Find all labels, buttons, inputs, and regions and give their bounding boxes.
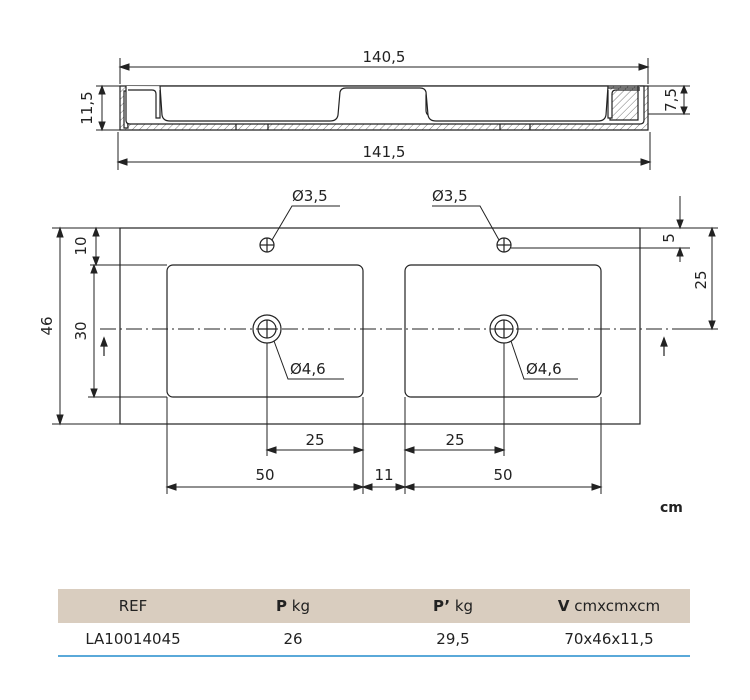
label-tap-offset: 5 bbox=[660, 233, 678, 243]
label-half-right: 25 bbox=[445, 431, 464, 449]
tap-hole-right bbox=[496, 237, 512, 253]
leader-tap-right bbox=[432, 205, 500, 241]
label-offset-top: 10 bbox=[72, 236, 90, 255]
leader-tap-left bbox=[271, 205, 340, 241]
label-top-height: 11,5 bbox=[78, 91, 96, 124]
header-ref: REF bbox=[58, 589, 208, 623]
dim-top-width-inner bbox=[118, 58, 650, 84]
label-top-width-outer: 141,5 bbox=[363, 143, 406, 161]
left-basin-profile bbox=[159, 85, 609, 122]
label-basin-gap: 11 bbox=[374, 466, 393, 484]
label-depth-total: 46 bbox=[38, 316, 56, 335]
table-row: LA10014045 26 29,5 70x46x11,5 bbox=[58, 623, 690, 657]
basin-right bbox=[404, 264, 602, 398]
cell-ref: LA10014045 bbox=[58, 623, 208, 657]
label-drain-offset: 25 bbox=[692, 270, 710, 289]
cell-gross-weight: 29,5 bbox=[378, 623, 528, 657]
vanity-outline bbox=[119, 227, 641, 425]
dim-top-width-outer bbox=[116, 132, 652, 170]
spec-table: REF P kg P’ kg V cmxcmxcm LA10014045 26 … bbox=[58, 589, 690, 657]
top-view bbox=[100, 227, 676, 425]
label-basin-width-right: 50 bbox=[493, 466, 512, 484]
side-section-view bbox=[119, 85, 649, 131]
leader-drain-left bbox=[273, 340, 344, 380]
spec-table-header: REF P kg P’ kg V cmxcmxcm bbox=[58, 589, 690, 623]
dim-top-height bbox=[96, 84, 120, 132]
header-gross-weight: P’ kg bbox=[378, 589, 528, 623]
label-hole-small-left: Ø3,5 bbox=[292, 187, 328, 205]
technical-drawing: 140,5 141,5 11,5 7,5 Ø3,5 Ø3,5 Ø4,6 Ø4,6… bbox=[38, 48, 718, 494]
header-volume: V cmxcmxcm bbox=[528, 589, 690, 623]
tap-hole-left bbox=[259, 237, 275, 253]
label-drain-left: Ø4,6 bbox=[290, 360, 326, 378]
dim-drain-offset bbox=[640, 226, 718, 331]
label-top-depth-right: 7,5 bbox=[662, 88, 680, 112]
left-rim bbox=[128, 89, 161, 119]
dim-depth-total bbox=[52, 226, 120, 426]
label-half-left: 25 bbox=[305, 431, 324, 449]
label-basin-width-left: 50 bbox=[255, 466, 274, 484]
label-top-width-inner: 140,5 bbox=[363, 48, 406, 66]
dim-top-depth-right bbox=[648, 84, 690, 116]
cell-weight: 26 bbox=[208, 623, 378, 657]
right-rim bbox=[607, 89, 640, 119]
label-hole-small-right: Ø3,5 bbox=[432, 187, 468, 205]
leader-drain-right bbox=[510, 340, 578, 380]
dim-offset-top bbox=[90, 226, 167, 267]
dim-bottom bbox=[165, 343, 603, 494]
label-drain-right: Ø4,6 bbox=[526, 360, 562, 378]
cell-volume: 70x46x11,5 bbox=[528, 623, 690, 657]
unit-label: cm bbox=[660, 500, 683, 516]
header-weight: P kg bbox=[208, 589, 378, 623]
label-basin-depth: 30 bbox=[72, 321, 90, 340]
basin-left bbox=[166, 264, 364, 398]
dim-basin-depth bbox=[88, 263, 167, 399]
dim-tap-offset bbox=[511, 196, 690, 262]
